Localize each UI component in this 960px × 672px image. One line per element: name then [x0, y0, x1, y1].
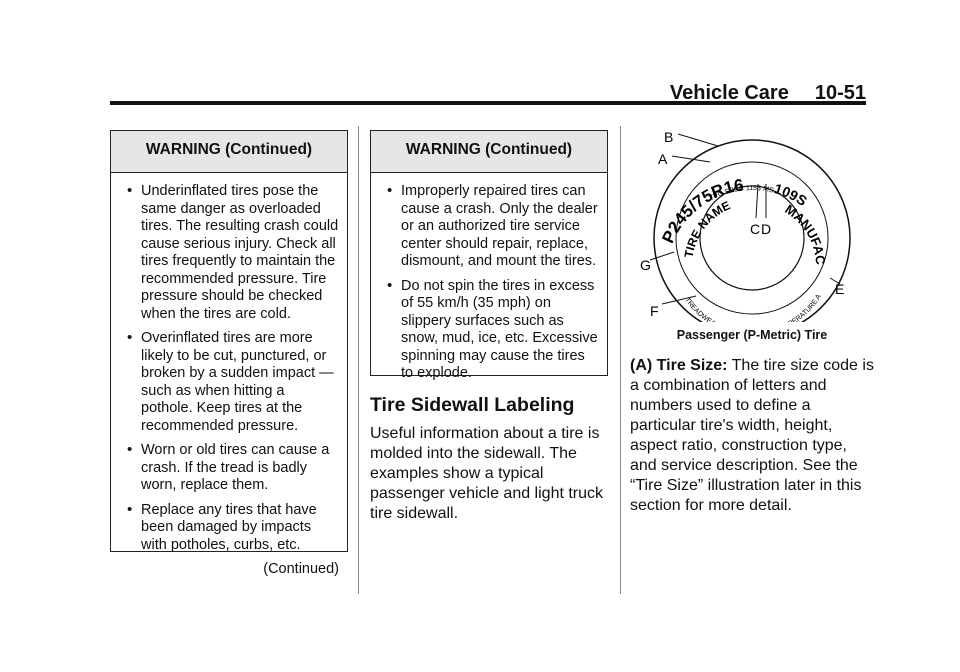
warning-item: Improperly repaired tires can cause a cr… [381, 182, 599, 271]
warning-item: Underinflated tires pose the same danger… [121, 182, 339, 323]
intro-paragraph: Useful information about a tire is molde… [370, 425, 604, 522]
continued-note: (Continued) [263, 561, 339, 577]
tire-size-paragraph: (A) Tire Size: The tire size code is a c… [630, 356, 874, 516]
warning-box: WARNING (Continued) Underinflated tires … [110, 130, 348, 577]
warning-title: WARNING (Continued) [111, 131, 347, 173]
label-d: D [761, 221, 771, 237]
column-divider [358, 126, 359, 594]
tire-size-text: The tire size code is a combination of l… [630, 357, 874, 514]
label-a: A [658, 151, 668, 167]
label-c: C [750, 221, 760, 237]
warning-item: Worn or old tires can cause a crash. If … [121, 441, 339, 495]
warning-item: Overinflated tires are more likely to be… [121, 329, 339, 435]
warning-item: Replace any tires that have been damaged… [121, 501, 339, 555]
warning-box: WARNING (Continued) Improperly repaired … [370, 130, 608, 381]
page-header: Vehicle Care 10-51 [670, 82, 866, 105]
tire-size-label: (A) Tire Size: [630, 357, 728, 374]
tire-illustration: P245/75R16 109S TPC SPEC 1153 MS TIRE NA… [625, 114, 851, 338]
pointer-e [829, 277, 841, 285]
warning-list: Underinflated tires pose the same danger… [111, 173, 347, 565]
label-b: B [664, 129, 673, 145]
header-rule [110, 101, 866, 105]
pointer-a [671, 155, 711, 163]
pointer-f [661, 295, 697, 305]
pointer-c [755, 183, 759, 219]
warning-title: WARNING (Continued) [371, 131, 607, 173]
pointer-b [677, 133, 719, 147]
header-section: Vehicle Care [669, 82, 789, 104]
warning-list: Improperly repaired tires can cause a cr… [371, 173, 607, 394]
label-f: F [650, 303, 659, 319]
label-e: E [835, 281, 844, 297]
header-page-number: 10-51 [814, 82, 866, 104]
section-title: Tire Sidewall Labeling [370, 394, 575, 416]
tire-inner-circle [699, 185, 805, 291]
warning-item: Do not spin the tires in excess of 55 km… [381, 277, 599, 383]
label-g: G [640, 257, 651, 273]
column-divider [620, 126, 621, 594]
tire-sidewall-diagram: P245/75R16 109S TPC SPEC 1153 MS TIRE NA… [625, 114, 874, 338]
diagram-caption: Passenger (P-Metric) Tire [676, 328, 828, 342]
pointer-g [649, 251, 675, 261]
